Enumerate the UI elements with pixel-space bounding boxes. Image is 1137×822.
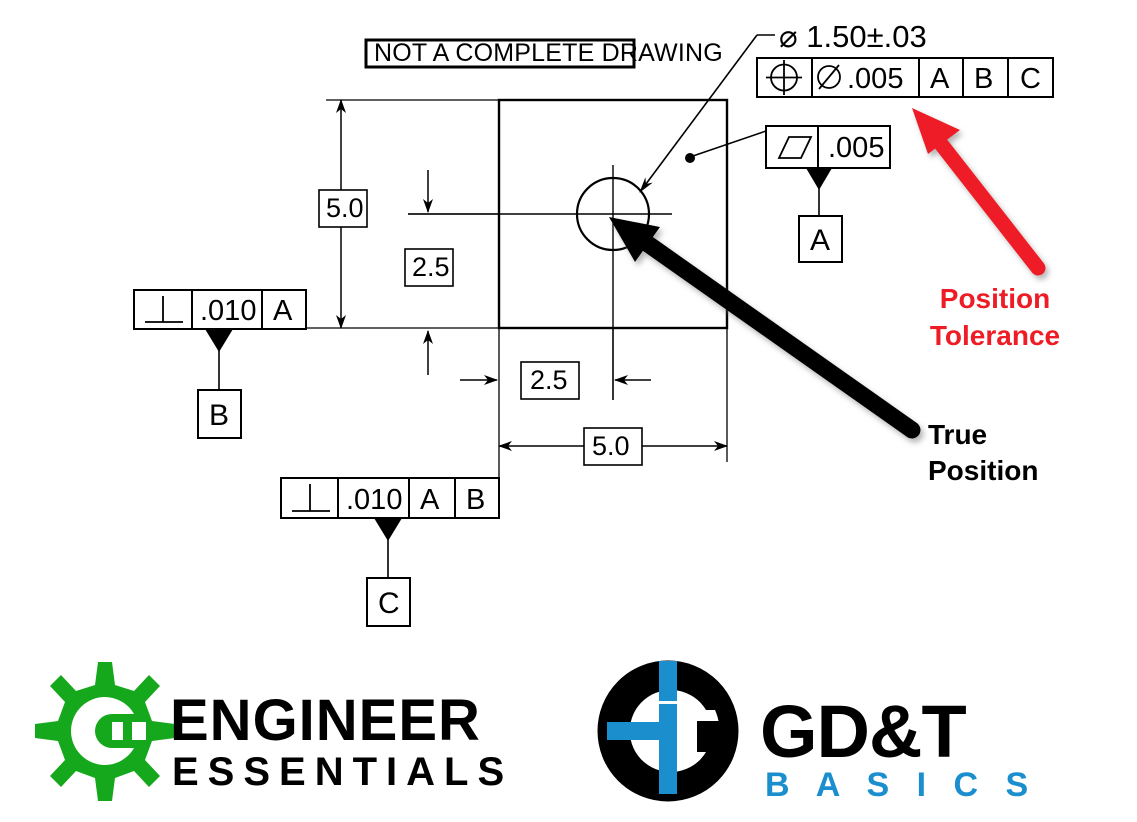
perpendicularity-fcf-c: .010 A B C [280,477,500,627]
perpendicularity-c-datum-a: A [420,484,440,516]
perpendicularity-symbol [292,484,330,512]
position-fcf: .005 A B C [756,57,1054,98]
position-symbol [766,60,802,95]
engineer-essentials-logo: ENGINEER ESSENTIALS [35,662,513,801]
dimension-value: 5.0 [326,193,364,223]
dimension-value: 2.5 [530,365,568,395]
datum-feature-c-indicator [374,518,402,578]
datum-ref-b: B [974,63,993,95]
gdt-target-icon [597,660,739,802]
true-position-line2: Position [928,455,1038,486]
not-a-complete-drawing-note: NOT A COMPLETE DRAWING [364,38,723,69]
gdt-basics-line2: B A S I C S [765,766,1037,804]
hole-circle [575,176,651,252]
note-label: NOT A COMPLETE DRAWING [374,39,723,67]
dimension-vertical-2_5: 2.5 [404,170,454,375]
perpendicularity-b-tolerance-value: .010 [200,295,256,327]
position-tolerance-line1: Position [940,283,1050,314]
dimension-vertical-5: 5.0 [318,99,368,329]
position-tolerance-line2: Tolerance [930,320,1060,351]
perpendicularity-c-tolerance-value: .010 [346,484,402,516]
engineer-essentials-line1: ENGINEER [170,688,481,753]
perpendicularity-fcf-b: .010 A B [133,289,307,439]
flatness-fcf: .005 A [685,125,891,263]
datum-ref-a: A [930,63,950,95]
diameter-modifier-symbol [817,64,841,90]
dimension-horizontal-2_5: 2.5 [460,361,651,400]
dimension-horizontal-5: 5.0 [498,427,728,466]
flatness-tolerance-value: .005 [828,132,884,164]
true-position-line1: True [928,419,987,450]
position-tolerance-callout: Position Tolerance [930,283,1060,351]
dimension-value: 2.5 [412,252,450,282]
engineer-essentials-line2: ESSENTIALS [172,750,513,794]
flatness-symbol [777,136,813,159]
perpendicularity-symbol [145,296,183,323]
gdt-basics-logo: GD&T B A S I C S [597,660,1037,804]
datum-feature-b-indicator [205,329,233,390]
true-position-arrow [609,217,921,439]
datum-ref-c: C [1020,63,1041,95]
gdt-basics-line1: GD&T [760,690,966,773]
datum-feature-a-indicator [806,168,832,216]
perpendicularity-b-datum-a: A [273,295,293,327]
datum-feature-a-label: A [810,224,830,257]
perpendicularity-c-datum-b: B [466,484,485,516]
gear-icon [35,662,175,801]
diameter-callout-label: ⌀ 1.50±.03 [779,19,927,54]
position-tolerance-value: .005 [847,63,903,95]
position-tolerance-arrow [912,108,1046,276]
true-position-callout: True Position [928,419,1038,486]
hole-diameter-callout: ⌀ 1.50±.03 [779,19,927,54]
dimension-value: 5.0 [592,431,630,461]
datum-feature-c-label: C [378,587,400,620]
datum-feature-b-label: B [209,399,229,432]
hole-leader-line [639,34,775,193]
